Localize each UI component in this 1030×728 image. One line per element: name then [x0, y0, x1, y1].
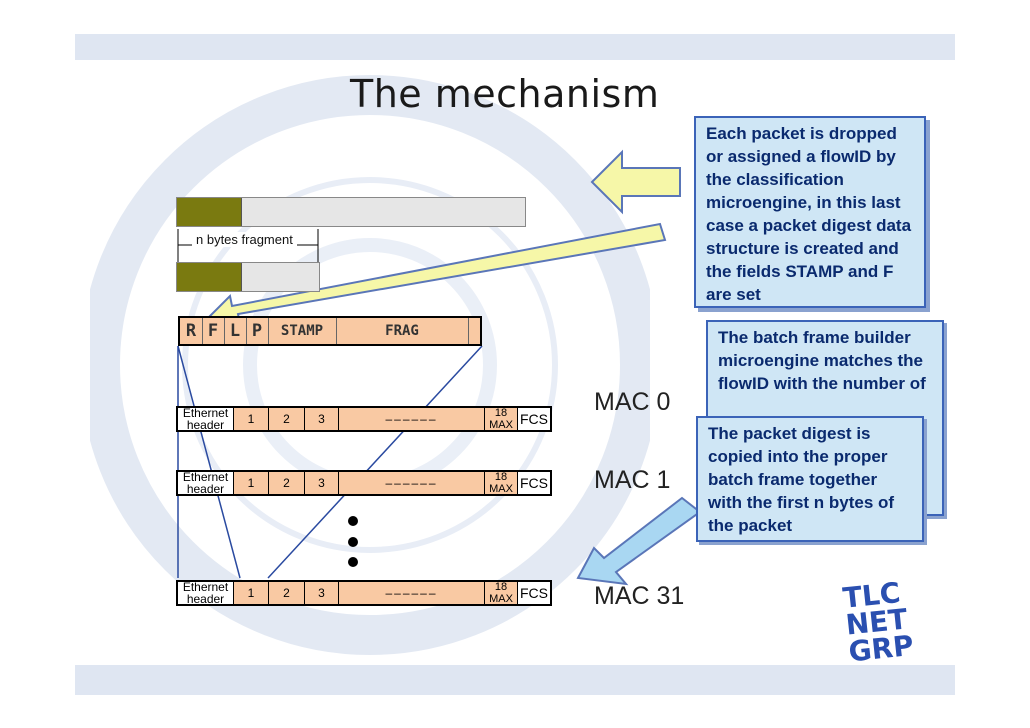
- frame-slot-2: 2: [269, 582, 305, 604]
- packet-bar: [176, 197, 526, 227]
- callout-classification: Each packet is dropped or assigned a flo…: [694, 116, 926, 308]
- frame-slot-dashes: ––––––: [339, 582, 485, 604]
- frame-slot-3: 3: [305, 472, 339, 494]
- tlc-netgroup-logo: TLC NET GRP: [841, 576, 941, 673]
- digest-field-r: R: [180, 318, 203, 344]
- frame-ethernet-header: Ethernet header: [178, 581, 234, 605]
- frame-slot-1: 1: [234, 582, 269, 604]
- frame-max-label: MAX: [489, 593, 513, 605]
- fragment-bar: [176, 262, 320, 292]
- mac-label-1: MAC 1: [594, 466, 671, 494]
- frame-slot-dashes: ––––––: [339, 408, 485, 430]
- frame-slot-max: 18 MAX: [485, 581, 518, 605]
- frame-slot-1: 1: [234, 408, 269, 430]
- fragment-label: n bytes fragment: [192, 232, 297, 247]
- frame-slot-3: 3: [305, 408, 339, 430]
- digest-field-p: P: [246, 318, 269, 344]
- frame-slot-3: 3: [305, 582, 339, 604]
- frame-fcs: FCS: [520, 411, 548, 427]
- header-band: [75, 34, 955, 60]
- frame-ethernet-header: Ethernet header: [178, 471, 234, 495]
- frame-slot-dashes: ––––––: [339, 472, 485, 494]
- mac0-frame: Ethernet header 1 2 3 –––––– 18 MAX FCS: [176, 406, 552, 432]
- callout-digest-copy: The packet digest is copied into the pro…: [696, 416, 924, 542]
- frame-slot-2: 2: [269, 472, 305, 494]
- frame-fcs: FCS: [520, 475, 548, 491]
- packet-header-block: [177, 198, 242, 226]
- frame-max-label: MAX: [489, 483, 513, 495]
- frame-slot-2: 2: [269, 408, 305, 430]
- frame-max-number: 18: [494, 581, 508, 593]
- frame-max-number: 18: [494, 407, 508, 419]
- digest-field-frag: FRAG: [336, 318, 469, 344]
- mac1-frame: Ethernet header 1 2 3 –––––– 18 MAX FCS: [176, 470, 552, 496]
- logo-line-3: GRP: [846, 628, 916, 669]
- frame-ethernet-header: Ethernet header: [178, 407, 234, 431]
- digest-field-f: F: [202, 318, 225, 344]
- digest-field-l: L: [224, 318, 247, 344]
- mac31-frame: Ethernet header 1 2 3 –––––– 18 MAX FCS: [176, 580, 552, 606]
- packet-digest: R F L P STAMP FRAG: [178, 316, 482, 346]
- frame-max-number: 18: [494, 471, 508, 483]
- frame-slot-max: 18 MAX: [485, 407, 518, 431]
- mac-label-31: MAC 31: [594, 582, 685, 610]
- fragment-header-block: [177, 263, 242, 291]
- blue-arrow-icon: [576, 496, 702, 586]
- left-arrow-icon: [590, 149, 681, 215]
- page-title: The mechanism: [350, 72, 660, 116]
- ellipsis-dot: [348, 557, 358, 567]
- frame-slot-max: 18 MAX: [485, 471, 518, 495]
- ellipsis-dot: [348, 537, 358, 547]
- frame-slot-1: 1: [234, 472, 269, 494]
- mac-label-0: MAC 0: [594, 388, 671, 416]
- frame-max-label: MAX: [489, 419, 513, 431]
- ellipsis-dot: [348, 516, 358, 526]
- footer-band: [75, 665, 955, 695]
- frame-fcs: FCS: [520, 585, 548, 601]
- digest-field-stamp: STAMP: [268, 318, 337, 344]
